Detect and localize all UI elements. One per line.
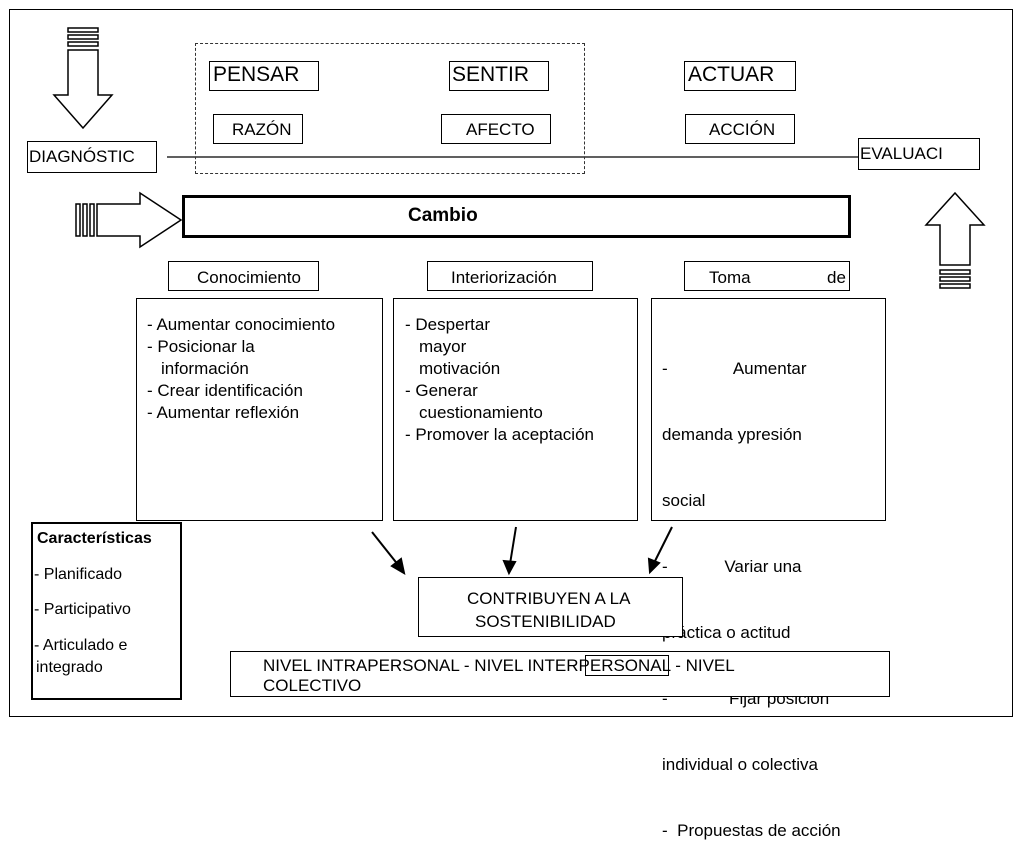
actuar-box: [684, 61, 796, 91]
list-item: individual o colectiva: [662, 755, 818, 774]
right-arrow-icon: [75, 191, 183, 249]
contribuyen-box: [418, 577, 683, 637]
list-item: cuestionamiento: [419, 403, 543, 422]
afecto-box: [441, 114, 551, 144]
col2-box: [393, 298, 638, 521]
contribuyen-line1: CONTRIBUYEN A LA: [467, 589, 631, 608]
caracteristica-item: - Planificado: [34, 566, 123, 583]
col1-box: [136, 298, 383, 521]
list-item: - Variar una: [662, 557, 802, 576]
arrows-layer: [52, 27, 986, 576]
col3-list: - Aumentar demanda ypresión social - Var…: [662, 314, 841, 864]
afecto-label: AFECTO: [466, 120, 535, 139]
caracteristica-item: - Participativo: [34, 601, 131, 618]
up-arrow-icon: [924, 191, 986, 289]
list-item: - Aumentar: [662, 359, 807, 378]
caracteristicas-box: [31, 522, 182, 700]
nivel-line2: COLECTIVO: [263, 676, 362, 695]
list-item: - Despertar: [405, 315, 491, 334]
list-item: información: [161, 359, 249, 378]
nivel-box: [230, 651, 890, 697]
contribuyen-line2: SOSTENIBILIDAD: [475, 612, 616, 631]
actuar-label: ACTUAR: [688, 63, 775, 86]
cambio-bar: [182, 195, 851, 238]
conocimiento-box: [168, 261, 319, 291]
list-item: - Aumentar reflexión: [147, 403, 300, 422]
interiorizacion-box: [427, 261, 593, 291]
razon-box: [213, 114, 303, 144]
list-item: - Promover la aceptación: [405, 425, 594, 444]
list-item: mayor: [419, 337, 467, 356]
toma-label: Toma: [709, 268, 751, 287]
diagnostico-box: [27, 141, 157, 173]
toma-box: [684, 261, 850, 291]
list-item: demanda ypresión: [662, 425, 802, 444]
conocimiento-label: Conocimiento: [197, 268, 301, 287]
dashed-group: [195, 43, 585, 174]
caracteristica-item: integrado: [36, 659, 103, 676]
sentir-label: SENTIR: [452, 63, 530, 86]
pensar-label: PENSAR: [213, 63, 300, 86]
evaluacion-box: [858, 138, 980, 170]
down-arrow-icon: [52, 27, 114, 130]
list-item: - Propuestas de acción: [662, 821, 841, 840]
nivel-highlight-box: [585, 655, 669, 676]
list-item: - Posicionar la: [147, 337, 255, 356]
pensar-box: [209, 61, 319, 91]
evaluacion-label: EVALUACI: [860, 144, 943, 163]
list-item: social: [662, 491, 706, 510]
interiorizacion-label: Interiorización: [451, 268, 557, 287]
col3-box: [651, 298, 886, 521]
list-item: - Crear identificación: [147, 381, 303, 400]
list-item: - Aumentar conocimiento: [147, 315, 336, 334]
nivel-line1: NIVEL INTRAPERSONAL - NIVEL INTERPERSONA…: [263, 656, 735, 675]
diagram-frame: [9, 9, 1013, 717]
list-item: motivación: [419, 359, 501, 378]
caracteristicas-title: Características: [37, 530, 152, 547]
list-item: práctica o actitud: [662, 623, 791, 642]
caracteristica-item: - Articulado e: [34, 637, 128, 654]
toma-de-label: de: [827, 268, 846, 287]
converge-arrows: [371, 526, 673, 576]
col1-list: - Aumentar conocimiento - Posicionar la …: [147, 314, 335, 424]
razon-label: RAZÓN: [232, 120, 292, 139]
col2-list: - Despertar mayor motivación - Generar c…: [405, 314, 594, 446]
cambio-label: Cambio: [408, 205, 478, 226]
accion-label: ACCIÓN: [709, 120, 776, 139]
accion-box: [685, 114, 795, 144]
list-item: - Generar: [405, 381, 478, 400]
sentir-box: [449, 61, 549, 91]
diagnostico-label: DIAGNÓSTIC: [29, 147, 135, 166]
